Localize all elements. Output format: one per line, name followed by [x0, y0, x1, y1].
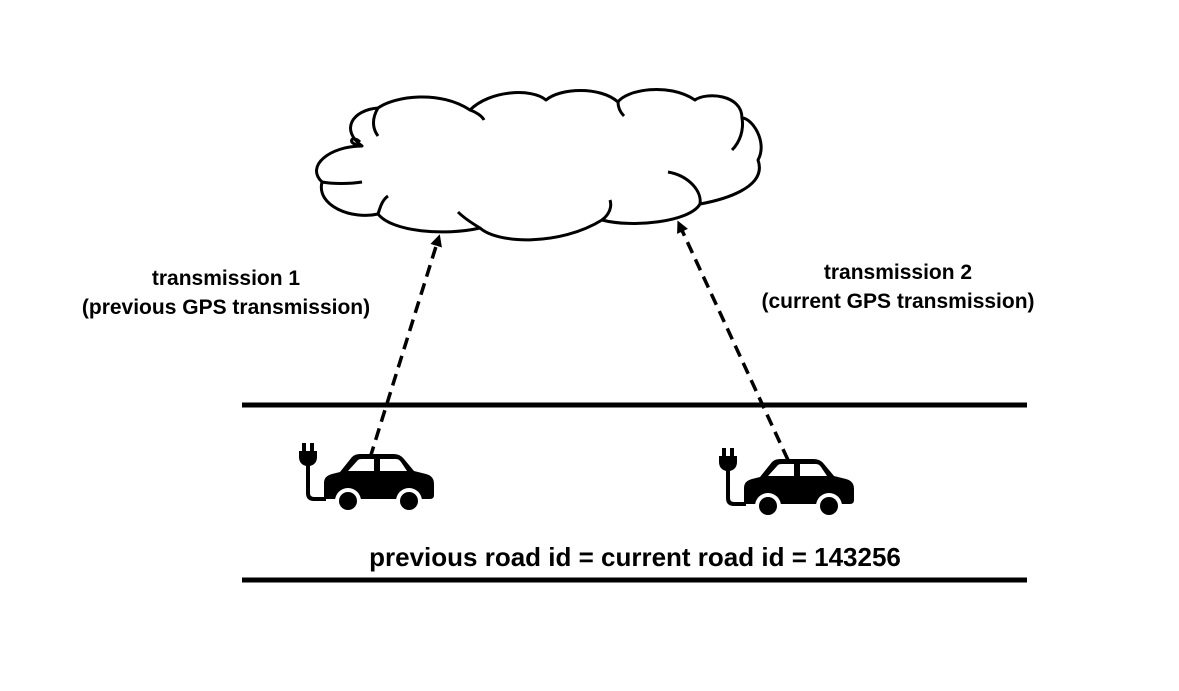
road-id-label: previous road id = current road id = 143… — [369, 542, 901, 572]
transmission-2-subtitle: (current GPS transmission) — [761, 290, 1034, 313]
electric-car-icon — [297, 441, 436, 516]
transmission-2-arrow — [677, 220, 790, 461]
transmission-2-title: transmission 2 — [824, 261, 972, 284]
transmission-1-subtitle: (previous GPS transmission) — [82, 296, 370, 319]
cloud-icon — [315, 87, 763, 242]
transmission-1-arrow — [368, 234, 442, 459]
transmission-1-title: transmission 1 — [152, 267, 301, 290]
